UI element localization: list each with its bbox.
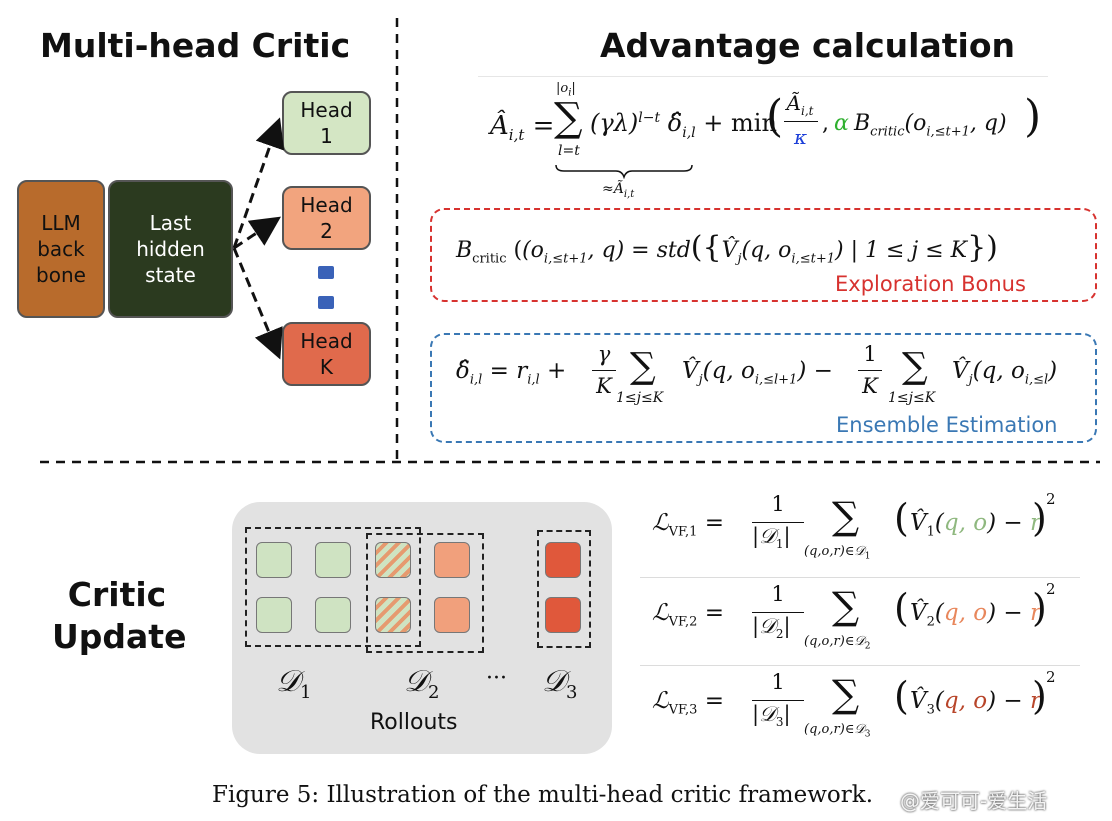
figure-caption: Figure 5: Illustration of the multi-head… bbox=[212, 782, 874, 808]
head-arrows bbox=[232, 117, 285, 360]
advantage-formula: Âi,t = |oi| ∑ l=t (γλ)l−t δ̂i,l + min ( … bbox=[478, 76, 1048, 200]
rollout-cell-green bbox=[256, 542, 292, 578]
sum-lower: l=t bbox=[558, 143, 580, 159]
ensemble-estimation-label: Ensemble Estimation bbox=[836, 413, 1058, 437]
watermark: @爱可可-爱生活 bbox=[900, 789, 1048, 813]
critic-update-title: Critic Update bbox=[52, 575, 187, 656]
exploration-formula: Bcritic ((oi,≤t+1, q) = std({V̂j(q, oi,≤… bbox=[456, 230, 998, 267]
comma: , bbox=[822, 111, 829, 136]
rollout-cell-orange bbox=[434, 597, 470, 633]
last-hidden-state-box: Last hidden state bbox=[108, 180, 233, 318]
head-1-box: Head 1 bbox=[282, 91, 371, 155]
ellipsis: ··· bbox=[486, 666, 507, 691]
kappa: κ bbox=[794, 125, 808, 149]
exploration-bonus-label: Exploration Bonus bbox=[835, 272, 1026, 296]
advantage-lhs: Â bbox=[490, 111, 509, 141]
loss-formula-row: ℒVF,2 = 1 |𝒟2| ∑ (q,o,r)∈𝒟2 ( V̂2(q, o) … bbox=[640, 577, 1080, 666]
advantage-calculation-title: Advantage calculation bbox=[600, 26, 1015, 65]
paren-close: ) bbox=[1024, 91, 1042, 142]
loss-formula-row: ℒVF,3 = 1 |𝒟3| ∑ (q,o,r)∈𝒟3 ( V̂3(q, o) … bbox=[640, 665, 1080, 754]
d2-group bbox=[366, 533, 484, 653]
ellipsis-dot bbox=[318, 266, 334, 279]
head-2-box: Head 2 bbox=[282, 186, 371, 250]
alpha: α bbox=[834, 111, 849, 136]
paren-open: ( bbox=[766, 91, 784, 142]
rollout-cell-green bbox=[315, 597, 351, 633]
rollout-cell-red bbox=[545, 542, 581, 578]
rollout-cell-green bbox=[256, 597, 292, 633]
multi-head-critic-title: Multi-head Critic bbox=[40, 26, 351, 65]
rollout-cell-green bbox=[315, 542, 351, 578]
d3-label: 𝒟3 bbox=[542, 664, 578, 703]
b-critic-term: Bcritic(oi,≤t+1, q) bbox=[854, 111, 1007, 140]
rollouts-label: Rollouts bbox=[370, 710, 458, 735]
frac-line bbox=[784, 121, 818, 122]
ellipsis-dot bbox=[318, 296, 334, 309]
head-k-box: Head K bbox=[282, 322, 371, 386]
loss-formula-row: ℒVF,1 = 1 |𝒟1| ∑ (q,o,r)∈𝒟1 ( V̂1(q, o) … bbox=[652, 490, 1056, 562]
advantage-lhs-sub: i,t bbox=[508, 126, 525, 145]
rollout-cell-orange bbox=[434, 542, 470, 578]
rollout-cell-shared bbox=[375, 542, 411, 578]
rollout-cell-red bbox=[545, 597, 581, 633]
sum-sign: ∑ bbox=[554, 95, 583, 141]
underbrace bbox=[555, 164, 693, 179]
llm-backbone-box: LLM back bone bbox=[17, 180, 105, 318]
frac-num: Ãi,t bbox=[786, 91, 814, 118]
ensemble-formula: δ̂i,l = ri,l + γ K ∑ 1≤j≤K V̂j(q, oi,≤l+… bbox=[456, 342, 1058, 406]
d3-group bbox=[537, 530, 591, 648]
d2-label: 𝒟2 bbox=[404, 664, 440, 703]
brace-label: ≈Ãi,t bbox=[602, 181, 635, 200]
d1-group bbox=[245, 527, 421, 647]
d1-label: 𝒟1 bbox=[276, 664, 312, 703]
advantage-term: (γλ)l−t δ̂i,l + min bbox=[590, 109, 777, 141]
exploration-bonus-panel bbox=[430, 208, 1097, 302]
sum-upper: |oi| bbox=[556, 81, 576, 99]
rollout-cell-shared bbox=[375, 597, 411, 633]
ensemble-estimation-panel bbox=[430, 333, 1097, 443]
